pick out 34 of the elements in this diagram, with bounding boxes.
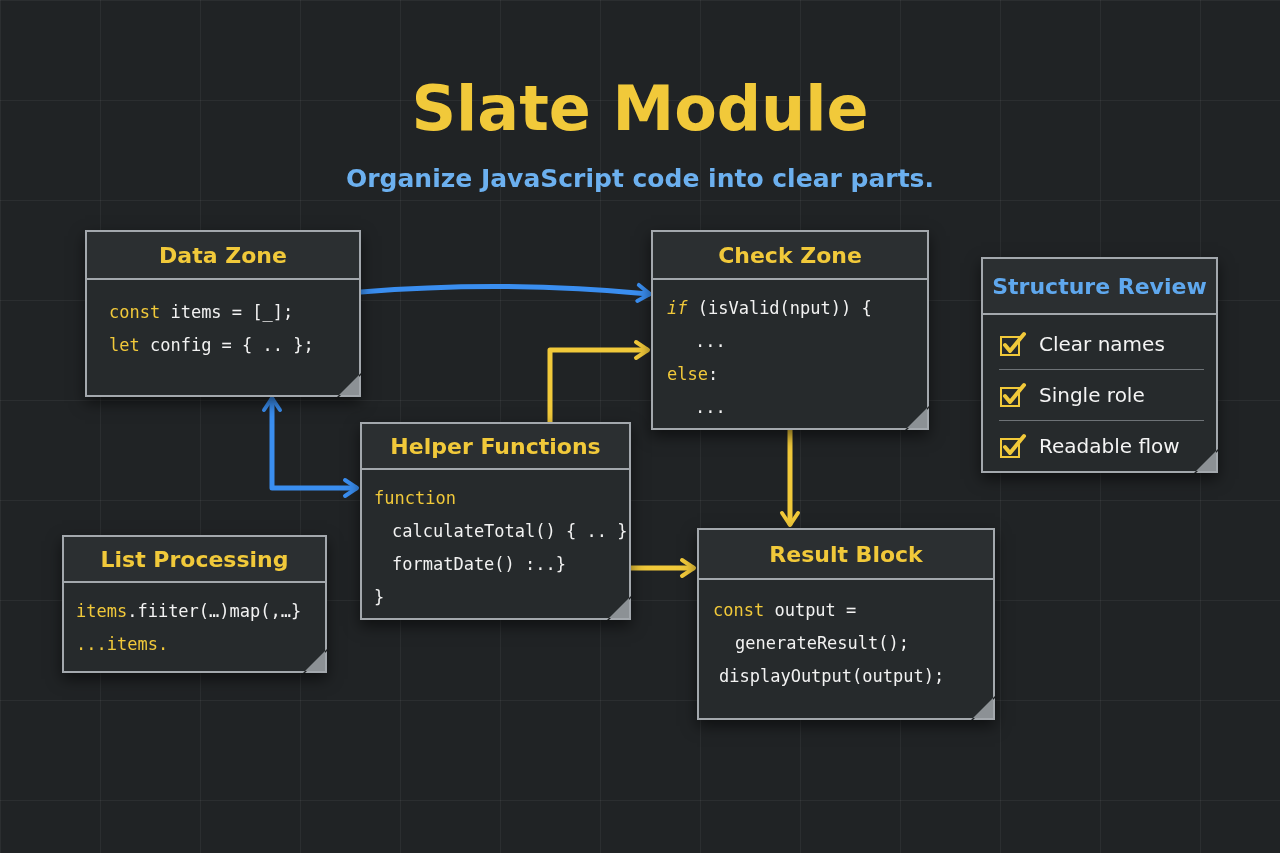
subtitle: Organize JavaScript code into clear parts.	[346, 164, 934, 193]
card-title: Data Zone	[159, 242, 287, 268]
code-line: displayOutput(output);	[719, 665, 945, 688]
checklist-item: Single role	[1039, 383, 1145, 407]
code-line: items.fiiter(…)map(,…}	[76, 600, 302, 623]
code-line: formatDate() :..}	[392, 553, 566, 576]
title: Slate Module	[411, 72, 869, 145]
arrow	[262, 396, 359, 498]
code-line: const output =	[713, 599, 857, 622]
card-title: Check Zone	[718, 242, 862, 268]
card-title: Structure Review	[992, 273, 1207, 299]
code-line: const items = [_];	[109, 301, 294, 324]
code-card	[697, 528, 995, 720]
code-line: ...items.	[76, 633, 169, 656]
code-line: function	[374, 487, 456, 510]
checklist-item: Readable flow	[1039, 434, 1180, 458]
code-card	[360, 422, 631, 620]
card-title: Helper Functions	[390, 433, 601, 459]
code-line: if (isValid(nput)) {	[667, 297, 872, 320]
code-card	[62, 535, 327, 673]
card-title: List Processing	[100, 546, 289, 572]
checklist-card	[981, 257, 1218, 473]
code-card	[85, 230, 361, 397]
card-title: Result Block	[769, 541, 923, 567]
code-line: let config = { .. };	[109, 334, 314, 357]
code-line: }	[374, 586, 385, 609]
code-line: ...	[695, 330, 726, 353]
code-line: generateResult();	[735, 632, 909, 655]
arrow	[547, 340, 650, 425]
code-line: calculateTotal() { .. }	[392, 520, 628, 543]
code-line: ...	[695, 396, 726, 419]
checklist-item: Clear names	[1039, 332, 1165, 356]
code-line: else:	[667, 363, 719, 386]
code-card	[651, 230, 929, 430]
